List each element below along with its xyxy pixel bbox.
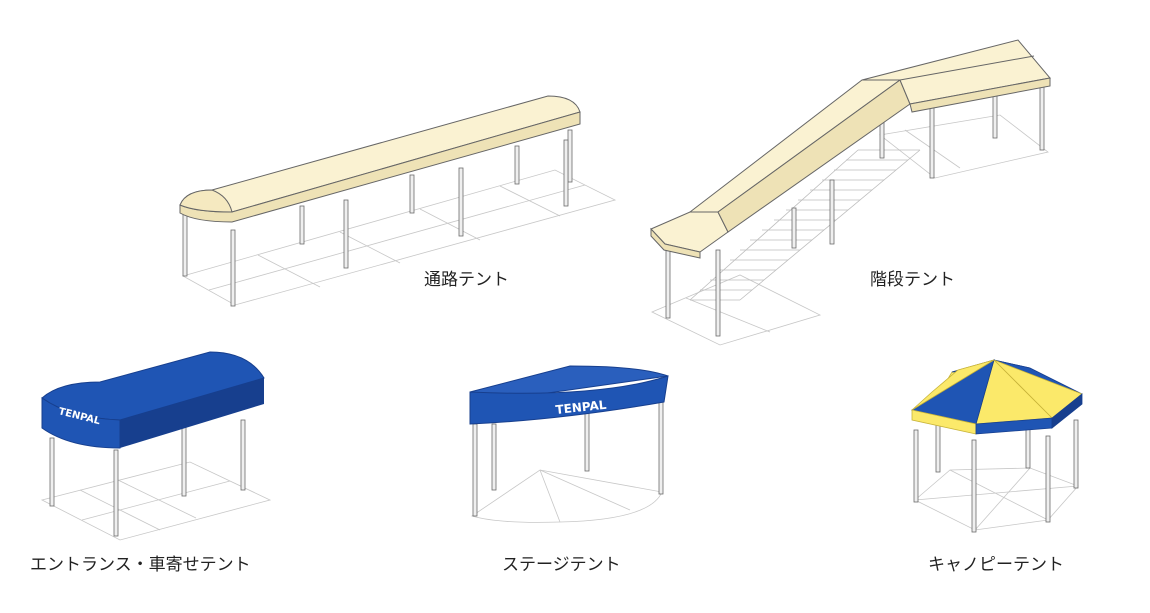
stage-tent-illustration: TENPAL (469, 365, 669, 523)
stage-tent-brand: TENPAL (555, 398, 608, 417)
staircase-tent-label: 階段テント (870, 270, 955, 290)
canopy-tent-illustration (910, 359, 1083, 533)
entrance-tent-illustration: TENPAL (40, 351, 272, 541)
entrance-tent-label: エントランス・車寄せテント (30, 555, 251, 575)
canopy-tent-label: キャノピーテント (928, 555, 1064, 575)
staircase-tent-illustration (650, 39, 1051, 346)
stage-tent-label: ステージテント (502, 555, 621, 575)
corridor-tent-label: 通路テント (424, 270, 509, 290)
corridor-tent-illustration (179, 95, 617, 307)
